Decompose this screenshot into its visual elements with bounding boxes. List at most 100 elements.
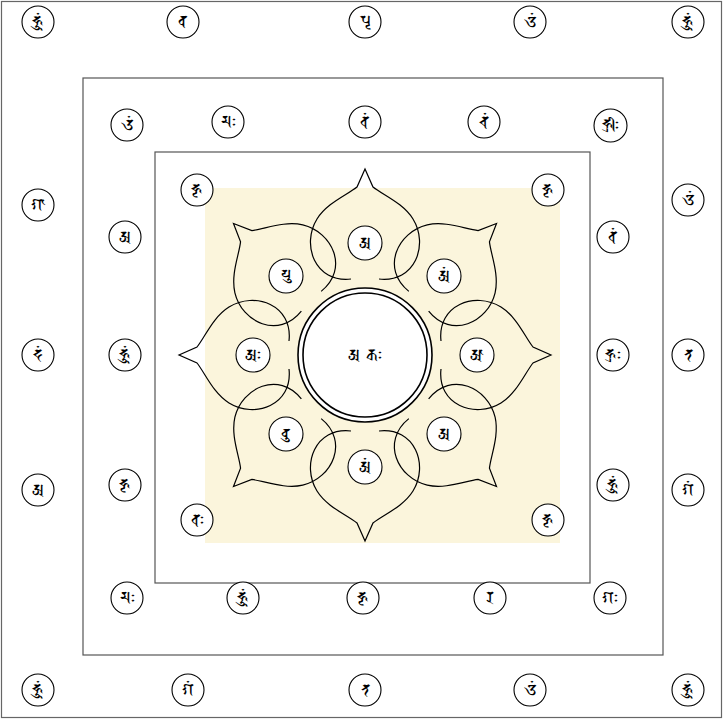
lotus-petal xyxy=(310,431,419,541)
seed-syllable: 𑖮𑖴 xyxy=(191,181,203,199)
circle-ring xyxy=(594,109,627,142)
circle-ring xyxy=(349,674,381,706)
seed-syllable: 𑖐𑖽 xyxy=(682,481,694,499)
circle-ring xyxy=(514,674,546,706)
circle-ring xyxy=(672,674,704,706)
circle-ring xyxy=(672,339,704,371)
circle-ring xyxy=(181,174,213,206)
seed-syllable-circle: 𑖓𑖽 xyxy=(467,105,501,139)
seed-syllable: 𑖀 xyxy=(359,234,371,252)
circle-ring xyxy=(672,184,704,216)
seed-syllable: 𑖮𑖳𑖽 xyxy=(607,476,619,494)
seed-syllable-circle: 𑖮𑖿𑖨𑖾 xyxy=(596,338,630,372)
seed-syllable-circle: 𑖀𑖾 xyxy=(235,337,271,373)
lotus-petal xyxy=(310,169,419,279)
circle-ring xyxy=(348,450,382,484)
seed-syllable-circle: 𑖮𑖳𑖽 xyxy=(108,338,142,372)
seed-syllable: 𑖝 xyxy=(684,346,693,364)
lotus-ground xyxy=(205,188,560,543)
circle-ring xyxy=(532,504,564,536)
seed-syllable-circle: 𑖀 xyxy=(21,473,55,507)
circle-ring xyxy=(474,582,506,614)
seed-syllable: 𑖀𑖾 xyxy=(245,346,261,364)
inner-frame xyxy=(155,152,590,583)
seed-syllable-circle: 𑖮𑖳𑖽 xyxy=(671,673,705,707)
seed-syllable: 𑖀 xyxy=(438,425,450,443)
circle-ring xyxy=(672,6,704,38)
seed-syllable-circle: 𑖦𑖾 xyxy=(110,581,144,615)
seed-syllable-circle: 𑖁 xyxy=(459,337,495,373)
seed-syllable: 𑖪𑖾 xyxy=(191,511,204,529)
circle-ring xyxy=(111,109,143,141)
seed-syllable-circle: 𑖧𑖲 xyxy=(268,258,304,294)
circle-ring xyxy=(167,6,199,38)
seed-syllable: 𑖮𑖿𑖨𑖱𑖾 xyxy=(602,116,619,134)
circle-ring xyxy=(597,469,629,501)
circle-ring xyxy=(298,288,432,422)
seed-syllable-circle: 𑖐𑖽 xyxy=(671,473,705,507)
circle-ring xyxy=(111,582,143,614)
seed-syllable: 𑖪𑖽 xyxy=(608,228,618,246)
middle-frame xyxy=(83,78,663,655)
central-seed-circle: 𑖀 𑖎𑖾 xyxy=(297,287,433,423)
circle-ring xyxy=(597,339,629,371)
seed-syllable-circle: 𑖐𑖯 xyxy=(21,188,55,222)
seed-syllable-circle: 𑖮𑖳𑖽 xyxy=(21,673,55,707)
seed-syllable-circle: 𑖪𑖽 xyxy=(348,105,382,139)
circle-ring xyxy=(594,582,626,614)
seed-syllable: 𑖄𑖽 xyxy=(121,116,134,134)
seed-syllable: 𑖐𑖾 xyxy=(602,589,618,607)
seed-syllable: 𑖀𑖽 xyxy=(359,458,371,476)
seed-syllable: 𑖧𑖲 xyxy=(281,267,292,285)
circle-ring xyxy=(597,221,629,253)
seed-syllable: 𑖀 𑖎𑖾 xyxy=(348,346,381,364)
seed-syllable-circle: 𑖮𑖿𑖨𑖱𑖾 xyxy=(593,108,628,143)
seed-syllable: 𑖌𑖽 xyxy=(524,681,537,699)
seed-syllable: 𑖌𑖽 xyxy=(682,191,695,209)
circle-ring xyxy=(22,189,54,221)
circle-ring xyxy=(347,582,379,614)
lotus-petal xyxy=(179,300,289,409)
seed-syllable: 𑖮𑖿𑖨𑖾 xyxy=(605,346,621,364)
seed-syllable: 𑖟𑖽 xyxy=(33,346,43,364)
seed-syllable: 𑖝 xyxy=(361,681,370,699)
circle-ring xyxy=(349,106,381,138)
seed-syllable-circle: 𑖦𑖾 xyxy=(211,105,245,139)
seed-syllable-circle: 𑖄𑖽 xyxy=(110,108,144,142)
lotus-petal xyxy=(441,300,551,409)
seed-syllable-circle: 𑖮𑖴 xyxy=(180,173,214,207)
seed-syllable-circle: 𑖝 xyxy=(671,338,705,372)
seed-syllable-circle: 𑖌𑖽 xyxy=(513,5,547,39)
seed-syllable-circle: 𑖀 xyxy=(347,225,383,261)
seed-syllable-circle: 𑖀 xyxy=(108,220,142,254)
seed-syllable-circle: 𑖤 xyxy=(166,5,200,39)
seed-syllable: 𑖪𑖽 xyxy=(360,113,370,131)
seed-syllable-circle: 𑖮𑖴 xyxy=(531,503,565,537)
seed-syllable: 𑖮𑖴 xyxy=(542,511,554,529)
seed-syllable-circle: 𑖮𑖳𑖽 xyxy=(671,5,705,39)
seed-syllable: 𑖮𑖳𑖽 xyxy=(32,13,44,31)
seed-syllable-circle: 𑖀𑖽 xyxy=(426,258,462,294)
circle-ring xyxy=(22,674,54,706)
seed-syllable: 𑖮𑖴 xyxy=(357,589,369,607)
seed-syllable: 𑖀𑖽 xyxy=(438,267,450,285)
circle-ring xyxy=(427,417,461,451)
circle-ring xyxy=(236,338,270,372)
seed-syllable: 𑖤𑖲 xyxy=(281,425,291,443)
circle-ring xyxy=(532,174,564,206)
seed-syllable-circle: 𑖪𑖽 xyxy=(596,220,630,254)
circle-ring xyxy=(514,6,546,38)
seed-syllable: 𑖮𑖳𑖽 xyxy=(682,681,694,699)
lotus-petals xyxy=(179,169,551,541)
circle-ring xyxy=(227,582,259,614)
seed-syllable: 𑖀 xyxy=(32,481,44,499)
circle-ring xyxy=(22,339,54,371)
circle-ring xyxy=(303,293,427,417)
seed-syllable-circle: 𑖤𑖲 xyxy=(268,416,304,452)
seed-syllable-circle: 𑖮𑖳𑖽 xyxy=(596,468,630,502)
circle-ring xyxy=(212,106,244,138)
circle-ring xyxy=(468,106,500,138)
seed-syllable: 𑖮𑖳𑖽 xyxy=(32,681,44,699)
